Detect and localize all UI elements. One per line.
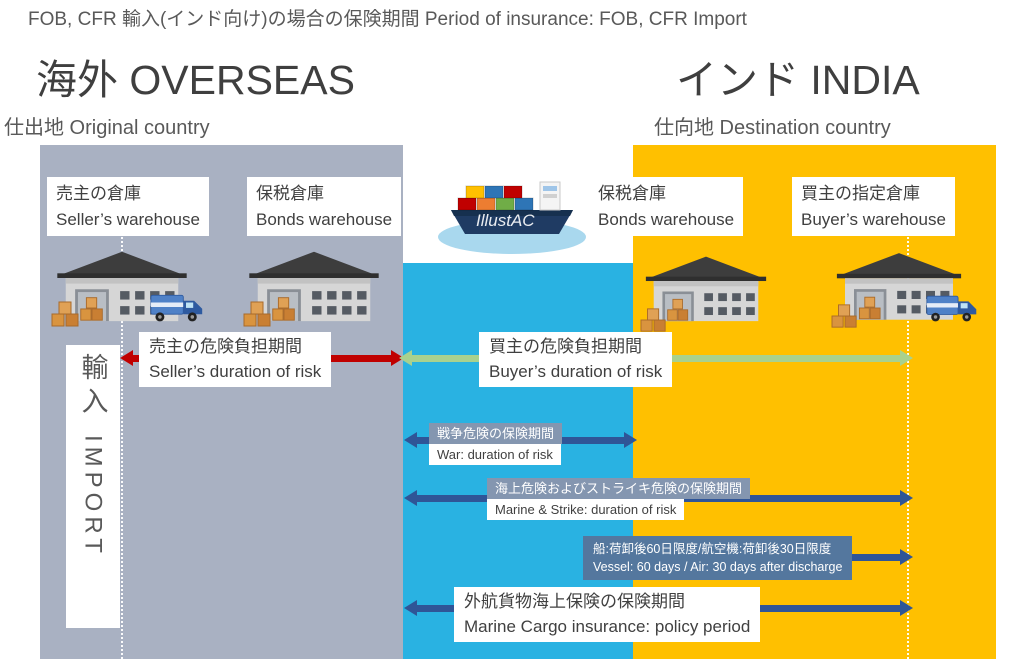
cargo-policy-label-en: Marine Cargo insurance: policy period bbox=[464, 616, 751, 636]
war-risk-label: 戦争危険の保険期間 War: duration of risk bbox=[429, 423, 563, 465]
seller-risk-label-en: Seller’s duration of risk bbox=[149, 361, 322, 381]
crates-icon bbox=[51, 300, 81, 328]
seller-warehouse-label-jp: 売主の倉庫 bbox=[56, 184, 141, 203]
india-heading: インド INDIA bbox=[676, 57, 920, 103]
overseas-heading: 海外 OVERSEAS bbox=[36, 57, 355, 103]
bonds-warehouse-left-icon bbox=[248, 248, 398, 326]
war-risk-label-jp: 戦争危険の保険期間 bbox=[429, 423, 563, 444]
buyer-risk-label-en: Buyer’s duration of risk bbox=[489, 361, 663, 381]
bonds-warehouse-left-label-jp: 保税倉庫 bbox=[256, 184, 324, 203]
india-subheading: 仕向地 Destination country bbox=[654, 117, 891, 139]
truck-icon bbox=[150, 290, 204, 324]
discharge-limit-label-en: Vessel: 60 days / Air: 30 days after dis… bbox=[593, 560, 843, 575]
discharge-limit-label-jp: 船:荷卸後60日限度/航空機:荷卸後30日限度 bbox=[593, 542, 832, 556]
buyer-warehouse-label-jp: 買主の指定倉庫 bbox=[801, 184, 920, 203]
seller-risk-label-jp: 売主の危険負担期間 bbox=[149, 337, 302, 356]
import-label: 輸入 IMPORT bbox=[66, 345, 120, 628]
buyer-risk-label: 買主の危険負担期間 Buyer’s duration of risk bbox=[479, 332, 673, 388]
seller-warehouse-icon bbox=[56, 248, 206, 326]
import-label-text: 輸入 IMPORT bbox=[74, 345, 113, 628]
page-title: FOB, CFR 輸入(インド向け)の場合の保険期間 Period of ins… bbox=[28, 9, 747, 30]
discharge-limit-label: 船:荷卸後60日限度/航空機:荷卸後30日限度 Vessel: 60 days … bbox=[583, 536, 853, 581]
import-label-en: IMPORT bbox=[79, 435, 107, 558]
marine-strike-label-en: Marine & Strike: duration of risk bbox=[487, 499, 685, 520]
bonds-warehouse-right-label: 保税倉庫 Bonds warehouse bbox=[589, 177, 744, 236]
bonds-warehouse-right-label-jp: 保税倉庫 bbox=[598, 184, 666, 203]
marine-strike-label: 海上危険およびストライキ危険の保険期間 Marine & Strike: dur… bbox=[487, 478, 751, 520]
buyer-risk-label-jp: 買主の危険負担期間 bbox=[489, 337, 642, 356]
cargo-policy-label-jp: 外航貨物海上保険の保険期間 bbox=[464, 592, 685, 611]
marine-strike-label-jp: 海上危険およびストライキ危険の保険期間 bbox=[487, 478, 751, 499]
import-label-jp: 輸入 bbox=[77, 353, 108, 421]
bonds-warehouse-left-label: 保税倉庫 Bonds warehouse bbox=[247, 177, 402, 236]
buyer-warehouse-icon bbox=[836, 249, 986, 327]
crates-icon bbox=[831, 303, 859, 329]
buyer-warehouse-label: 買主の指定倉庫 Buyer’s warehouse bbox=[792, 177, 955, 236]
bonds-warehouse-left-label-en: Bonds warehouse bbox=[256, 209, 393, 229]
buyer-warehouse-dotted-line bbox=[907, 232, 909, 659]
seller-warehouse-dotted-line bbox=[121, 232, 123, 659]
cargo-policy-label: 外航貨物海上保険の保険期間 Marine Cargo insurance: po… bbox=[454, 587, 761, 643]
ship-watermark: IllustAC bbox=[476, 211, 535, 230]
bonds-warehouse-right-icon bbox=[645, 253, 795, 331]
seller-risk-label: 売主の危険負担期間 Seller’s duration of risk bbox=[139, 332, 332, 388]
seller-warehouse-label: 売主の倉庫 Seller’s warehouse bbox=[47, 177, 209, 236]
crates-icon bbox=[243, 300, 273, 328]
buyer-warehouse-label-en: Buyer’s warehouse bbox=[801, 209, 946, 229]
bonds-warehouse-right-label-en: Bonds warehouse bbox=[598, 209, 735, 229]
truck-icon bbox=[926, 291, 978, 324]
seller-warehouse-label-en: Seller’s warehouse bbox=[56, 209, 200, 229]
cargo-ship-icon: IllustAC bbox=[436, 166, 588, 263]
overseas-subheading: 仕出地 Original country bbox=[4, 117, 210, 139]
war-risk-label-en: War: duration of risk bbox=[429, 444, 561, 465]
crates-icon bbox=[640, 307, 668, 333]
